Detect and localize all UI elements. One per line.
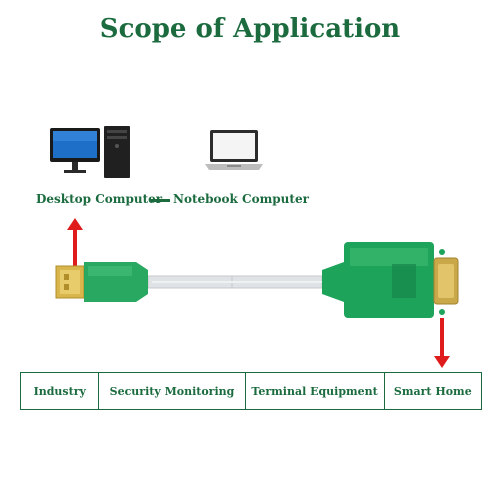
desktop-computer-icon bbox=[50, 126, 130, 178]
connector-dash bbox=[151, 199, 170, 202]
application-cell-smart-home: Smart Home bbox=[393, 384, 472, 398]
application-cell-security-monitoring: Security Monitoring bbox=[99, 373, 246, 409]
usb-serial-cable-image bbox=[55, 242, 459, 318]
arrow-up-icon bbox=[67, 218, 83, 266]
arrow-down-icon bbox=[434, 318, 450, 368]
applications-table: Industry Security Monitoring Terminal Eq… bbox=[20, 372, 482, 410]
page-title: Scope of Application bbox=[99, 14, 401, 44]
application-cell-terminal-equipment: Terminal Equipment bbox=[246, 373, 385, 409]
application-cell-industry: Industry bbox=[21, 373, 100, 409]
notebook-computer-label: Notebook Computer bbox=[173, 192, 309, 206]
desktop-computer-label: Desktop Computer bbox=[36, 192, 163, 206]
laptop-icon bbox=[205, 130, 263, 170]
